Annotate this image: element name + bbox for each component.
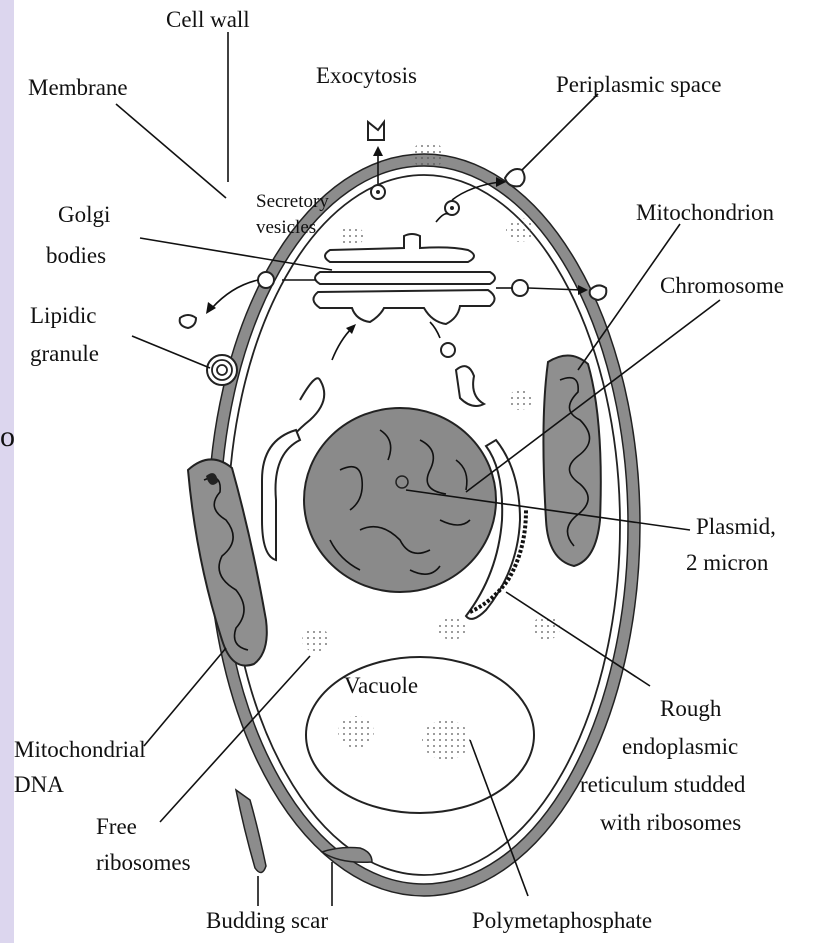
label-free-ribosomes-2: ribosomes	[96, 850, 191, 875]
label-plasmid-2: 2 micron	[686, 550, 769, 575]
label-budding-scar: Budding scar	[206, 908, 328, 933]
label-secretory-2: vesicles	[256, 217, 316, 238]
label-membrane: Membrane	[28, 75, 128, 100]
label-polymetaphosphate: Polymetaphosphate	[472, 908, 652, 933]
label-vacuole: Vacuole	[344, 673, 418, 698]
label-mito-dna-2: DNA	[14, 772, 64, 797]
nucleus	[304, 408, 496, 592]
lipidic-granule	[207, 355, 237, 385]
label-rough-er-2: endoplasmic	[622, 734, 738, 759]
label-rough-er-4: with ribosomes	[600, 810, 741, 835]
budding-scar-shape-2	[322, 848, 372, 863]
label-free-ribosomes-1: Free	[96, 814, 137, 839]
budding-scar-shape	[236, 790, 266, 873]
label-golgi-1: Golgi	[58, 202, 110, 227]
label-mitochondrion: Mitochondrion	[636, 200, 774, 225]
label-rough-er-3: reticulum studded	[580, 772, 746, 797]
vacuole	[306, 657, 534, 813]
label-exocytosis: Exocytosis	[316, 63, 417, 88]
label-secretory-1: Secretory	[256, 191, 329, 212]
label-rough-er-1: Rough	[660, 696, 722, 721]
label-cell-wall: Cell wall	[166, 7, 250, 32]
label-lipidic-1: Lipidic	[30, 303, 96, 328]
label-golgi-2: bodies	[46, 243, 106, 268]
label-periplasmic-space: Periplasmic space	[556, 72, 721, 97]
label-lipidic-2: granule	[30, 341, 99, 366]
label-mito-dna-1: Mitochondrial	[14, 737, 146, 762]
label-plasmid-1: Plasmid,	[696, 514, 776, 539]
label-chromosome: Chromosome	[660, 273, 784, 298]
mitochondrion-right	[543, 355, 600, 566]
